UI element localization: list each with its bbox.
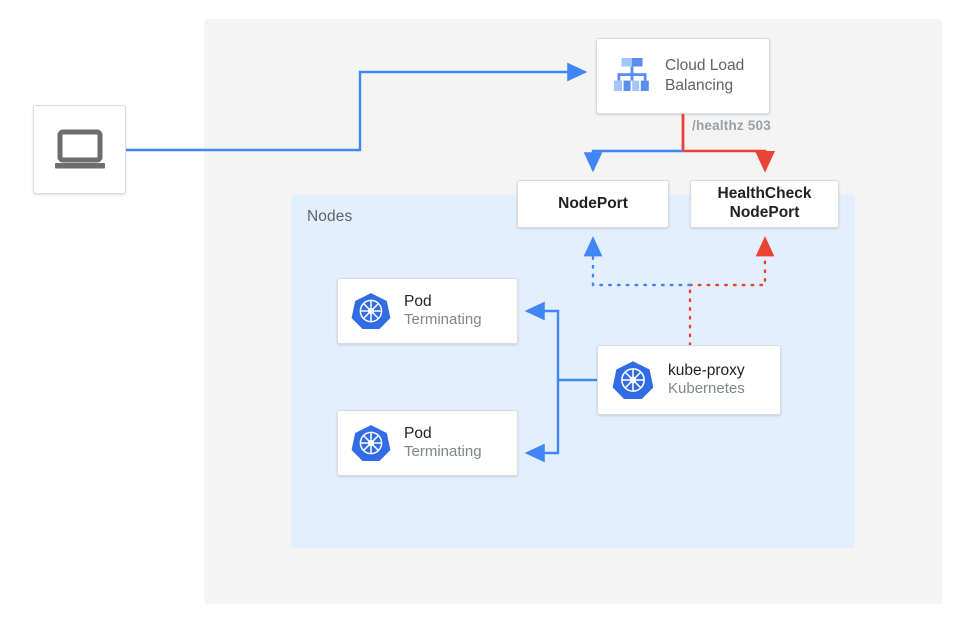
pod-text-2: Pod Terminating (404, 424, 482, 462)
pod-subtitle-1: Terminating (404, 311, 482, 329)
healthcheck-nodeport-line-1: HealthCheck (717, 185, 812, 203)
pod-text-1: Pod Terminating (404, 292, 482, 330)
kube-proxy-text: kube-proxy Kubernetes (668, 361, 745, 399)
pod-title-2: Pod (404, 424, 432, 442)
nodeport-label: NodePort (558, 194, 628, 212)
pod-card-1[interactable]: Pod Terminating (337, 278, 518, 344)
healthcheck-nodeport-card[interactable]: HealthCheck NodePort (690, 180, 839, 228)
kube-proxy-card[interactable]: kube-proxy Kubernetes (597, 345, 781, 415)
healthcheck-nodeport-label: HealthCheck NodePort (718, 185, 812, 223)
kubernetes-icon (351, 293, 391, 330)
kubernetes-icon (351, 425, 391, 462)
nodeport-card[interactable]: NodePort (517, 180, 669, 228)
healthcheck-nodeport-line-2: NodePort (729, 204, 800, 221)
cloud-load-balancing-line-1: Cloud Load (665, 56, 745, 74)
cloud-load-balancing-line-2: Balancing (665, 77, 734, 94)
healthz-status-label: /healthz 503 (692, 118, 771, 133)
kube-proxy-subtitle: Kubernetes (668, 380, 745, 398)
pod-title-1: Pod (404, 292, 432, 310)
nodes-region-label: Nodes (307, 208, 353, 225)
kube-proxy-title: kube-proxy (668, 361, 745, 379)
laptop-icon (54, 129, 105, 168)
cloud-load-balancing-icon (614, 58, 649, 91)
cloud-load-balancing-card[interactable]: Cloud Load Balancing (596, 38, 770, 114)
client-device-card[interactable] (33, 105, 126, 194)
pod-card-2[interactable]: Pod Terminating (337, 410, 518, 476)
cloud-load-balancing-label: Cloud Load Balancing (665, 56, 744, 97)
pod-subtitle-2: Terminating (404, 443, 482, 461)
kubernetes-icon (612, 361, 654, 399)
